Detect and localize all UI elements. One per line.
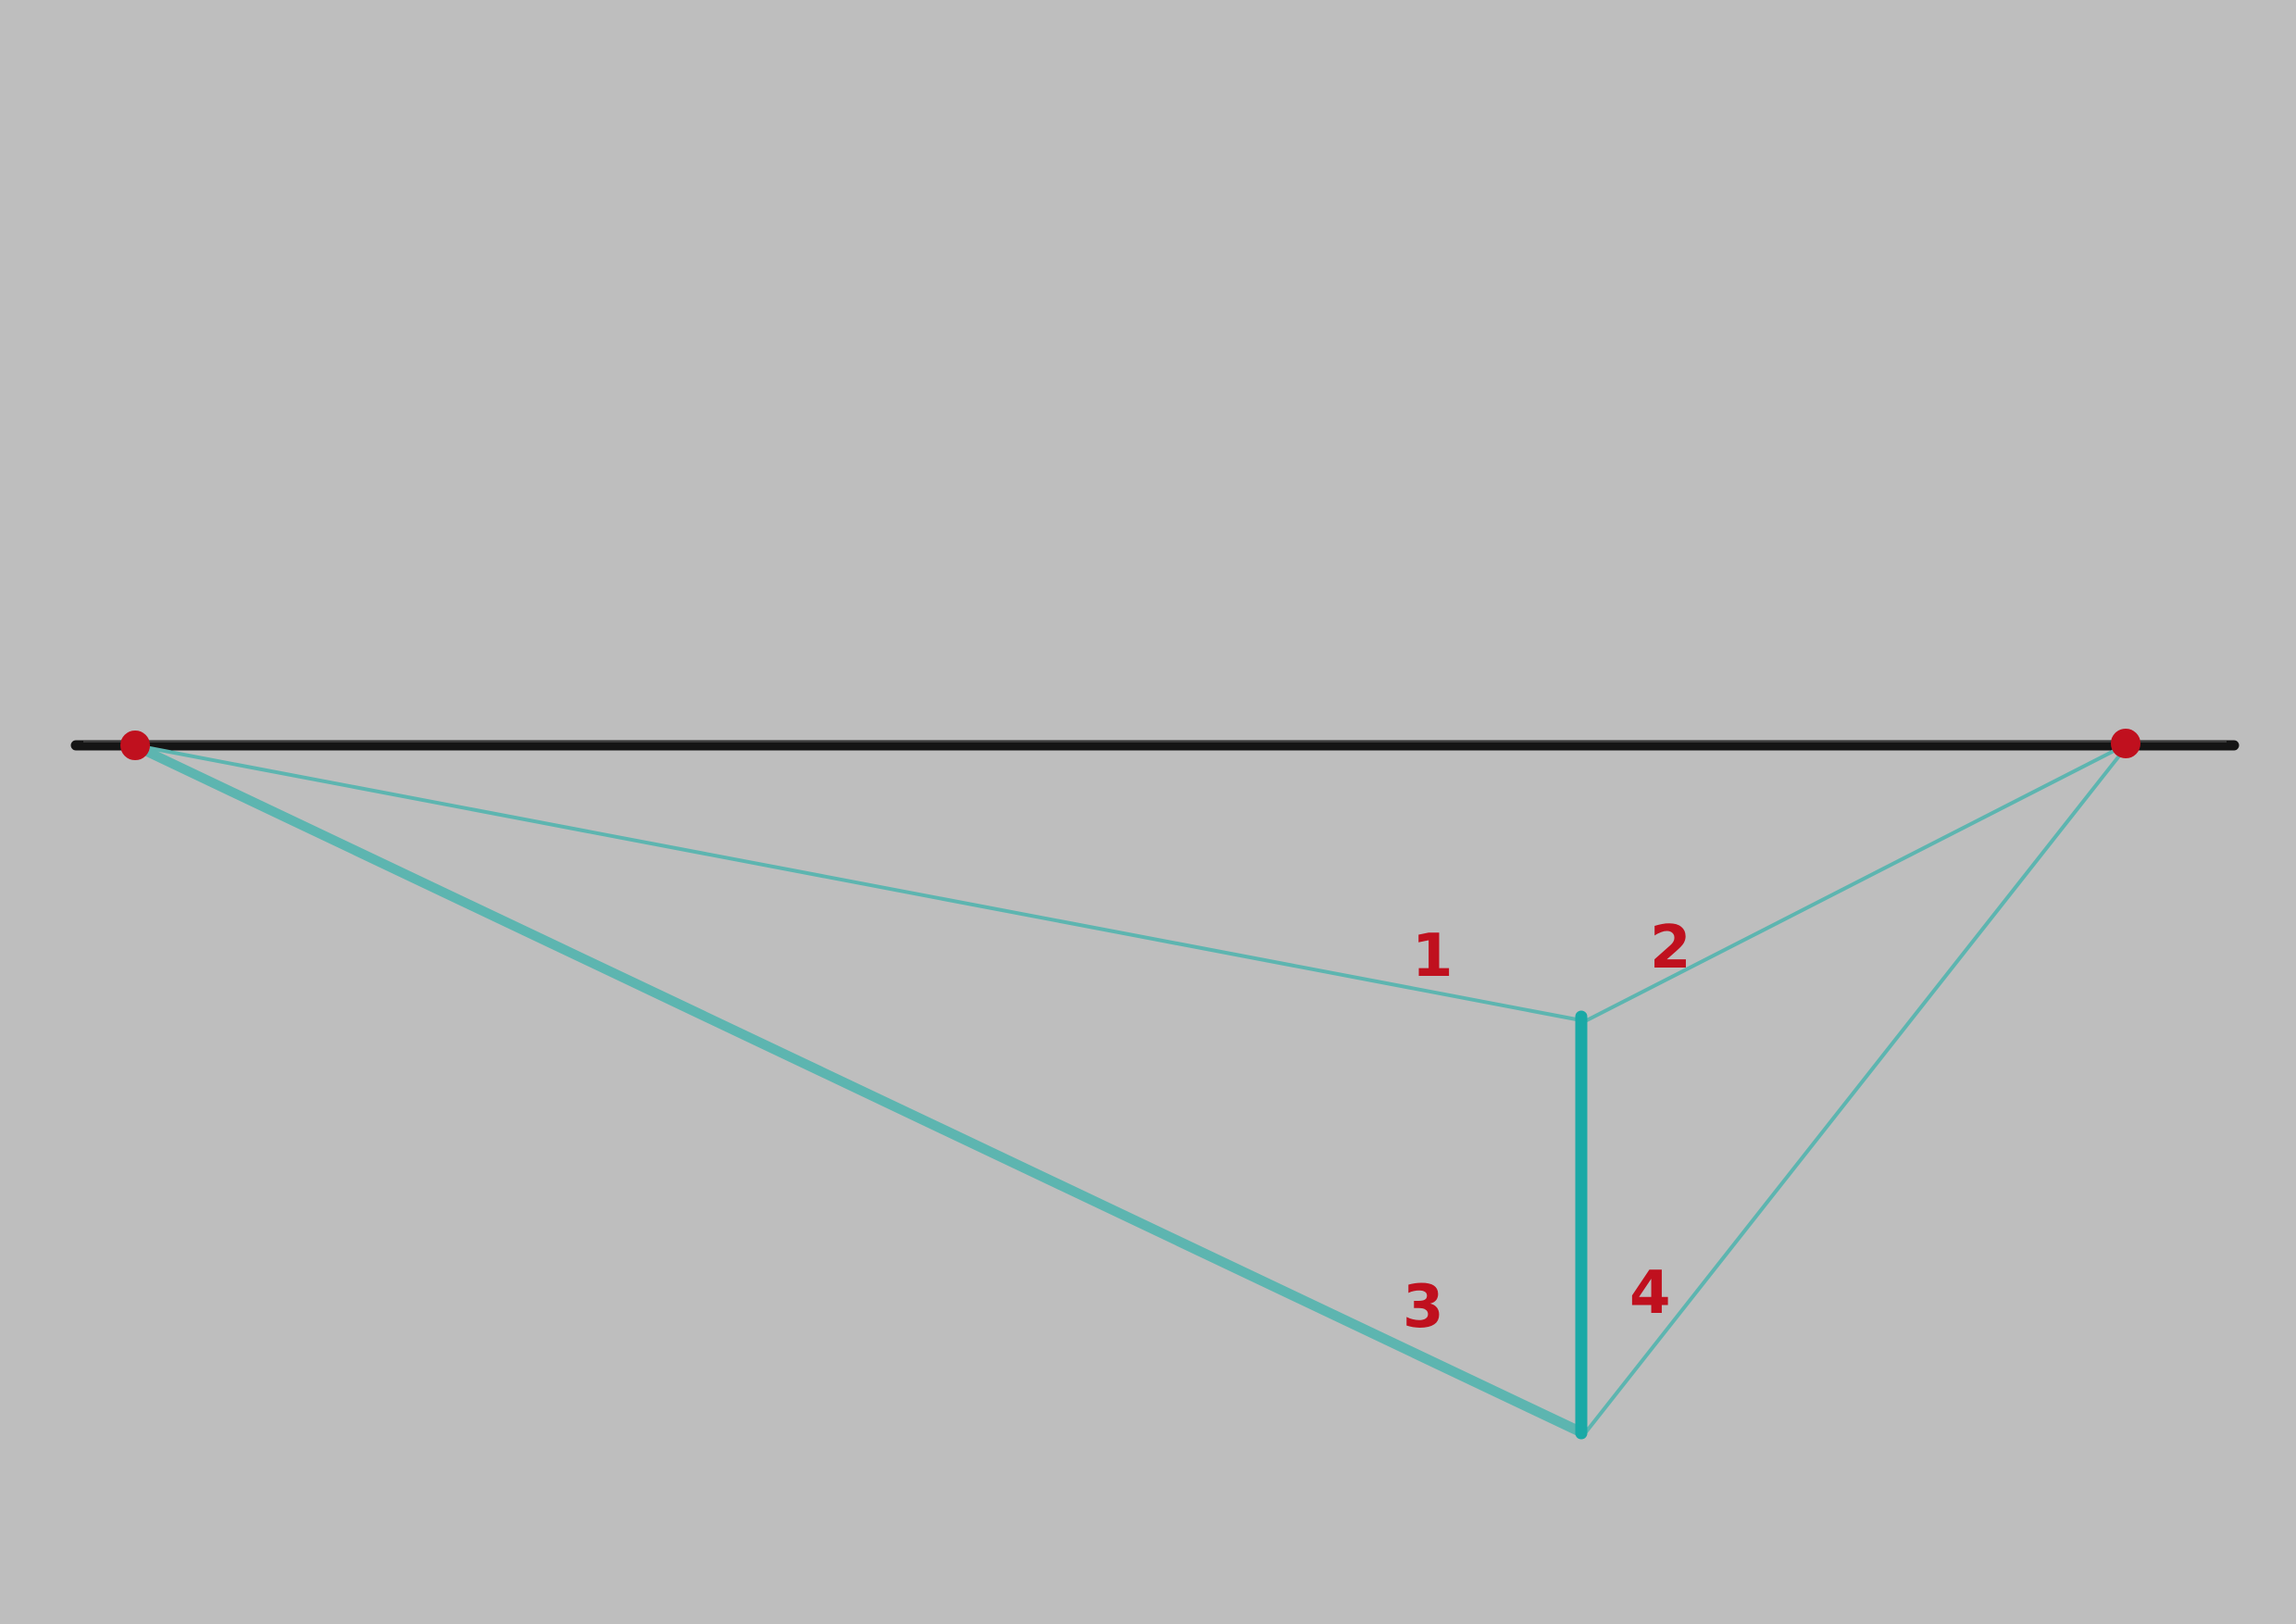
label-line-2: 2 [1650, 914, 1691, 982]
guide-line-3 [131, 741, 1582, 1434]
right-vanishing-point [2111, 729, 2140, 758]
label-line-4: 4 [1629, 1259, 1671, 1328]
guide-line-1 [133, 743, 1583, 1022]
label-line-3: 3 [1403, 1273, 1444, 1342]
label-line-1: 1 [1412, 922, 1454, 991]
left-vanishing-point [120, 731, 150, 760]
guide-line-2 [1581, 743, 2127, 1024]
guide-line-3-secondary [139, 750, 1578, 1435]
guide-line-4 [1583, 743, 2129, 1435]
